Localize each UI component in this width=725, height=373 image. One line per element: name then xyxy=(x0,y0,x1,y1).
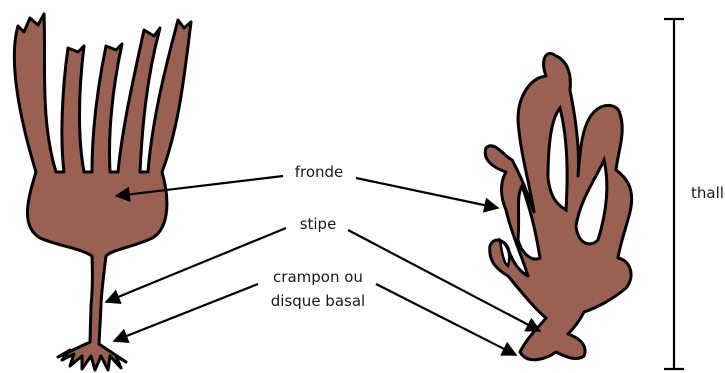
leader-arrows xyxy=(106,176,540,355)
arrow-crampon-right xyxy=(376,284,516,355)
thalle-scale-bar xyxy=(664,19,684,369)
arrow-crampon-left xyxy=(114,284,258,341)
label-stipe: stipe xyxy=(300,215,337,233)
left-alga-body xyxy=(14,14,191,370)
left-alga xyxy=(14,14,191,370)
label-crampon-line1: crampon ou xyxy=(273,268,363,286)
label-thalle: thalle xyxy=(691,184,725,202)
label-fronde: fronde xyxy=(295,163,344,181)
label-crampon-line2: disque basal xyxy=(271,292,365,310)
arrow-fronde-right xyxy=(356,178,498,208)
